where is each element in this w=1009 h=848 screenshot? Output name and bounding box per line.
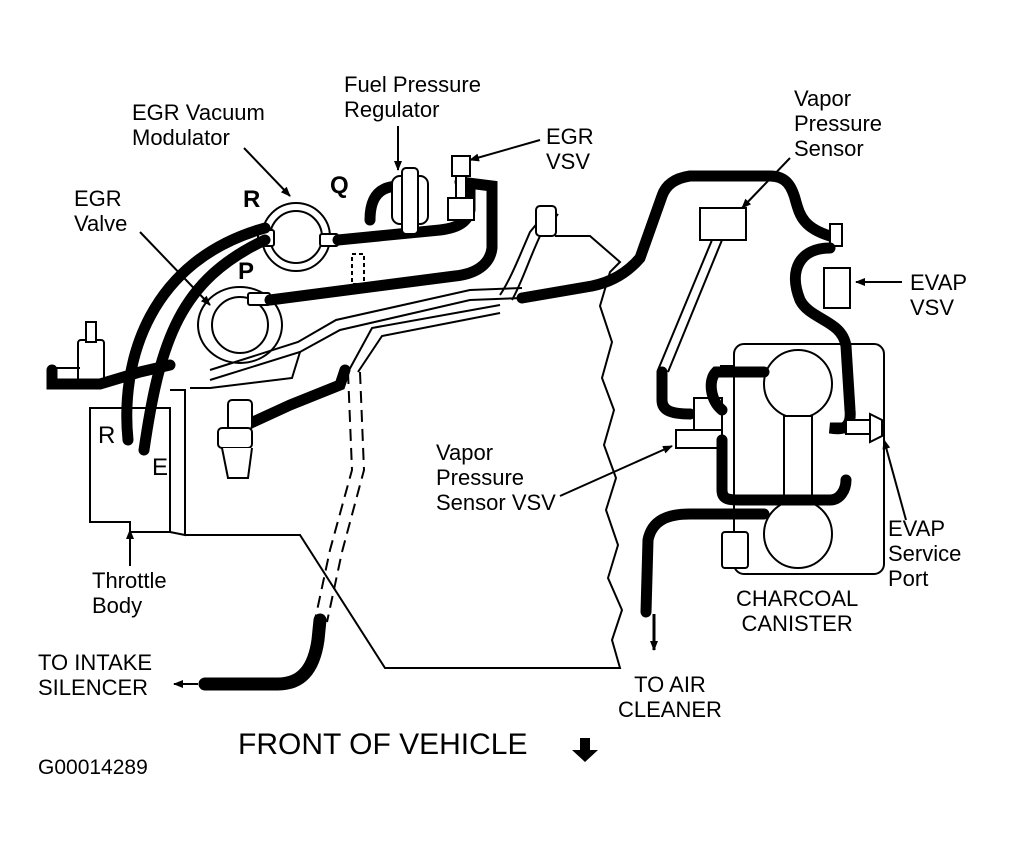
dashed-hose (314, 371, 366, 623)
label-line: CHARCOAL (736, 586, 859, 611)
label-line: SILENCER (38, 675, 149, 700)
label-line: Throttle (92, 568, 167, 593)
label-to-intake-silencer: TO INTAKE SILENCER (38, 650, 152, 700)
vapor-pressure-sensor (699, 207, 747, 241)
label-line: Sensor (794, 136, 864, 161)
label-line: EGR (546, 124, 594, 149)
label-vapor-pressure-sensor: Vapor Pressure Sensor (794, 86, 882, 161)
label-egr-valve: EGR Valve (74, 186, 127, 236)
label-line: Sensor VSV (436, 490, 556, 515)
label-line: EVAP (910, 270, 968, 295)
port-letter-q: Q (330, 172, 349, 199)
label-line: Pressure (794, 111, 883, 136)
egr-vacuum-modulator (257, 202, 339, 272)
port-letter-p: P (238, 258, 255, 285)
egr-vsv (447, 155, 475, 221)
front-arrow-icon (572, 738, 598, 762)
left-fitting (56, 321, 105, 389)
vsv-hose (656, 366, 696, 420)
label-throttle-body: Throttle Body (92, 568, 167, 618)
leader-arrows (126, 126, 907, 688)
left-hose (46, 359, 176, 390)
fuel-rail-tank (351, 253, 365, 285)
label-line: VSV (910, 295, 955, 320)
egr-valve (197, 286, 283, 364)
label-egr-vsv: EGR VSV (546, 124, 594, 174)
label-line: EGR Vacuum (132, 100, 265, 125)
label-to-air-cleaner: TO AIR CLEANER (618, 672, 722, 722)
label-line: CLEANER (618, 697, 722, 722)
label-evap-service-port: EVAP Service Port (888, 516, 961, 591)
port-letter-r-throttle: R (98, 422, 116, 449)
label-line: Valve (74, 211, 128, 236)
port-letter-r-top: R (243, 186, 261, 213)
label-line: Regulator (344, 97, 440, 122)
front-of-vehicle-label: FRONT OF VEHICLE (238, 728, 528, 761)
label-line: Service (888, 541, 962, 566)
label-egr-vacuum-modulator: EGR Vacuum Modulator (132, 100, 265, 150)
label-evap-vsv: EVAP VSV (910, 270, 967, 320)
charcoal-canister (720, 343, 885, 575)
label-line: Vapor (436, 440, 494, 465)
label-line: Port (888, 566, 929, 591)
throttle-body (89, 389, 186, 537)
label-line: Fuel Pressure (344, 72, 481, 97)
evap-hose (790, 242, 866, 435)
label-vapor-pressure-sensor-vsv: Vapor Pressure Sensor VSV (436, 440, 556, 515)
label-line: Body (92, 593, 143, 618)
egr-hoses (121, 170, 836, 456)
label-fuel-pressure-regulator: Fuel Pressure Regulator (344, 72, 481, 122)
label-line: CANISTER (741, 611, 853, 636)
elbow-fitting (535, 205, 557, 237)
label-line: Vapor (794, 86, 852, 111)
port-letter-e: E (152, 454, 169, 481)
throttle-fitting (217, 399, 253, 479)
fuel-pressure-regulator (391, 167, 429, 235)
label-line: EGR (74, 186, 122, 211)
label-line: EVAP (888, 516, 946, 541)
label-charcoal-canister: CHARCOAL CANISTER (736, 586, 858, 636)
evap-vsv (823, 223, 851, 309)
sensor-hose (657, 239, 723, 373)
label-line: VSV (546, 149, 591, 174)
label-line: Pressure (436, 465, 525, 490)
figure-code: G00014289 (38, 756, 148, 779)
label-line: TO INTAKE (38, 650, 153, 675)
intake-silencer-hose (198, 613, 327, 691)
evap-service-port (845, 412, 883, 444)
canister-hoses (640, 366, 852, 618)
label-line: Modulator (132, 125, 230, 150)
label-line: TO AIR (634, 672, 706, 697)
canister-fitting (721, 531, 749, 569)
